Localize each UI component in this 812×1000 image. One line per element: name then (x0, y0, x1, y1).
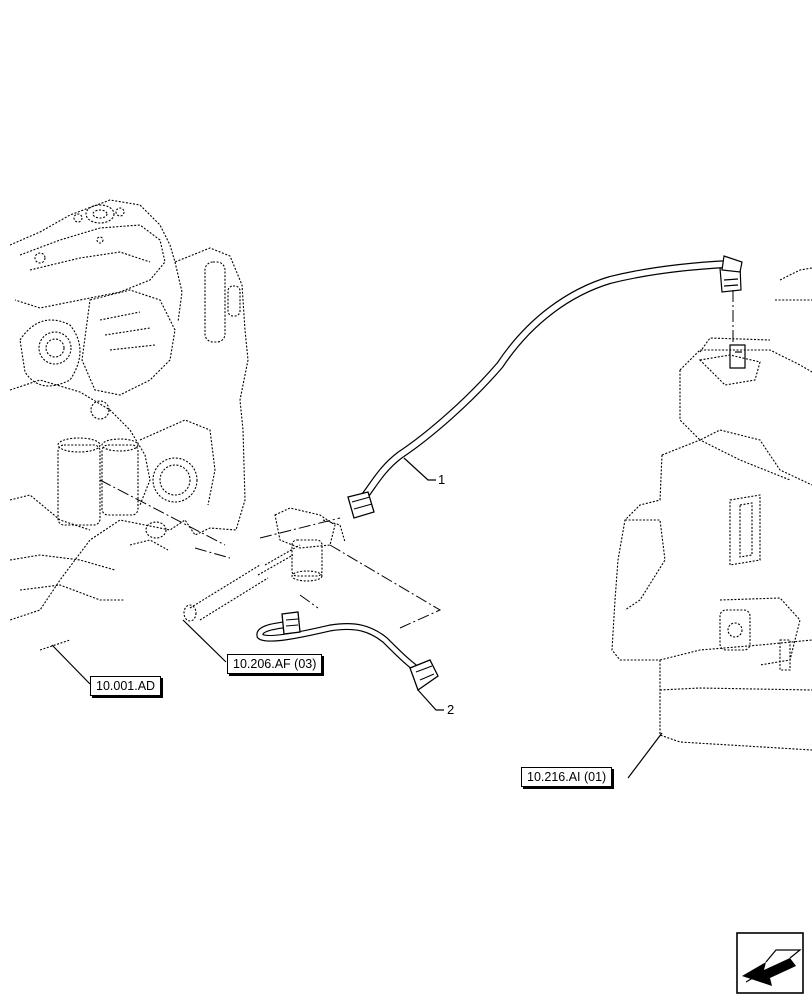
reference-tank[interactable]: 10.216.AI (01) (521, 767, 613, 787)
transmission-housing (611, 267, 812, 751)
fuel-filter (183, 507, 346, 622)
callout-pipe-2: 2 (447, 702, 455, 717)
leader-lines (51, 457, 663, 779)
previous-page-arrow-icon[interactable] (736, 932, 804, 994)
tank-fitting (719, 265, 746, 369)
fuel-pipe-1 (347, 255, 743, 519)
alignment-lines (99, 290, 734, 629)
reference-filter[interactable]: 10.206.AF (03) (227, 654, 323, 674)
engine-assembly (9, 199, 249, 651)
fuel-pipe-2 (256, 611, 439, 692)
reference-engine[interactable]: 10.001.AD (90, 676, 162, 696)
callout-pipe-1: 1 (438, 472, 446, 487)
